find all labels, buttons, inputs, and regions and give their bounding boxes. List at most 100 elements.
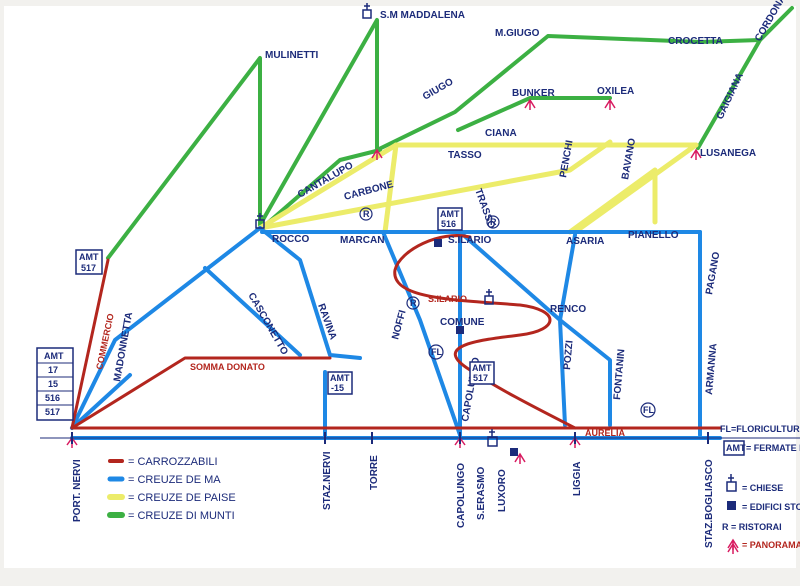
bus-stops: AMT 17 15 516 517 AMT 517 AMT 516 AMT -1… (36, 207, 495, 421)
label-pianello: PIANELLO (628, 230, 679, 241)
legend-historic: = EDIFICI STORICI (742, 502, 800, 512)
historic-building-icon (456, 326, 464, 334)
bus-stop-line: 517 (45, 407, 60, 417)
bus-stop-line: 516 (45, 393, 60, 403)
bus-stop-left-amt: AMT 17 15 516 517 (36, 347, 74, 421)
label-silario-road: S.ILARIO (428, 294, 467, 304)
label-tasso: TASSO (448, 150, 482, 161)
label-pozzi: POZZI (562, 340, 576, 371)
church-icon (255, 213, 265, 229)
label-crocetta: CROCETTA (668, 36, 723, 47)
fl-circle (640, 402, 656, 418)
restaurant-letter: R (490, 217, 497, 227)
legend-churches: = CHIESE (742, 483, 783, 493)
sheet (4, 6, 796, 568)
legend-label: = CREUZE DE MA (128, 474, 221, 486)
bus-stop-line: AMT (472, 363, 492, 373)
station-luxoro: LUXORO (497, 469, 508, 512)
bus-stop-amt-517-top: AMT 517 (75, 249, 103, 275)
creuze-di-munti-lines (106, 6, 794, 260)
legend: = CARROZZABILI = CREUZE DE MA = CREUZE D… (107, 456, 236, 522)
label-aurelia: AURELIA (585, 428, 625, 438)
legend-restaurants: R = RISTORAI (722, 522, 782, 532)
fl-marker-noffi: FL (428, 344, 444, 360)
restaurant-silario: R (406, 296, 420, 310)
label-mulinetti: MULINETTI (265, 50, 319, 61)
legend-carrozzabili: = CARROZZABILI (108, 456, 218, 468)
bus-stop-line: 17 (48, 365, 58, 375)
fl-text: FL (643, 405, 654, 415)
bus-stop-amt-516: AMT 516 (437, 207, 463, 231)
station-torre: TORRE (369, 455, 380, 490)
restaurant-letter: R (363, 209, 370, 219)
panorama-icon (604, 98, 616, 110)
label-oxilea: OXILEA (597, 86, 634, 97)
legend-bus-stops: = FERMATE BUS (746, 443, 800, 453)
green-maddalena (258, 18, 379, 227)
blue-pozzi (558, 233, 577, 427)
green-gaiana (696, 38, 762, 150)
panorama-icon (371, 148, 383, 160)
bus-stop-amt-517-mid: AMT 517 (469, 361, 495, 385)
church-icon (362, 3, 372, 19)
legend-floricultura: FL=FLORICULTURA (720, 424, 800, 434)
label-somma-donato: SOMMA DONATO (190, 362, 265, 372)
red-somma-donato (70, 356, 332, 430)
green-cantalupo (260, 148, 382, 230)
label-marcan: MARCAN (340, 235, 384, 246)
bus-stop-box (469, 361, 495, 385)
panorama-icon (514, 452, 526, 464)
label-asaria: ASARIA (566, 236, 604, 247)
fl-circle (428, 344, 444, 360)
station-staz-bogliasco: STAZ.BOGLIASCO (704, 459, 715, 548)
green-bunker (456, 96, 612, 132)
legend-church-icon (726, 474, 737, 492)
label-s-m-maddalena: S.M MADDALENA (380, 10, 465, 21)
legend-bus-amt: AMT (726, 443, 746, 453)
bus-stop-line: AMT (44, 351, 64, 361)
bottom-stations: PORT. NERVI STAZ.NERVI TORRE CAPOLUNGO S… (72, 451, 715, 548)
restaurant-trasso: R (486, 215, 500, 229)
blue-casconetto (203, 266, 302, 357)
bus-stop-amt-15: AMT -15 (327, 371, 353, 395)
bus-stop-line: AMT (79, 252, 99, 262)
legend-bus-box (723, 440, 745, 456)
bus-stop-box (75, 249, 103, 275)
label-m-giugo: M.GIUGO (495, 28, 540, 39)
bus-stop-box (36, 347, 74, 421)
blue-renco (458, 230, 612, 427)
historic-building-icon (510, 448, 518, 456)
bus-stop-line: 15 (48, 379, 58, 389)
yellow-pianello (567, 167, 658, 235)
legend-label: = CREUZE DI MUNTI (128, 510, 235, 522)
blue-noffi (381, 230, 462, 437)
bus-stop-line: 517 (81, 263, 96, 273)
green-mulinetti (106, 56, 262, 260)
station-staz-nervi: STAZ.NERVI (322, 451, 333, 510)
panorama-icon (690, 148, 702, 160)
bus-stop-line: 517 (473, 373, 488, 383)
bus-stop-line: -15 (331, 383, 344, 393)
fl-marker-fontanin: FL (640, 402, 656, 418)
restaurant-marker (406, 296, 420, 310)
bus-stop-box (327, 371, 353, 395)
bus-stop-line: AMT (330, 373, 350, 383)
historic-buildings (434, 239, 518, 456)
label-armanna: ARMANNA (704, 343, 719, 395)
restaurants: R R R (359, 207, 500, 310)
label-ciana: CIANA (485, 128, 517, 139)
floriculture-markers: FL FL (428, 344, 656, 418)
bus-stop-box (437, 207, 463, 231)
legend-creuze-di-munti: = CREUZE DI MUNTI (107, 510, 235, 522)
blue-madonnetta (70, 226, 262, 430)
bus-stop-line: AMT (440, 209, 460, 219)
symbol-legend: FL=FLORICULTURA AMT = FERMATE BUS = CHIE… (720, 424, 800, 550)
label-renco: RENCO (550, 304, 586, 315)
restaurant-marker (486, 215, 500, 229)
panorama-icon (524, 98, 536, 110)
legend-historic-icon (727, 501, 736, 510)
yellow-carbone (382, 142, 399, 235)
legend-label: = CARROZZABILI (128, 456, 218, 468)
station-liggia: LIGGIA (572, 462, 583, 496)
